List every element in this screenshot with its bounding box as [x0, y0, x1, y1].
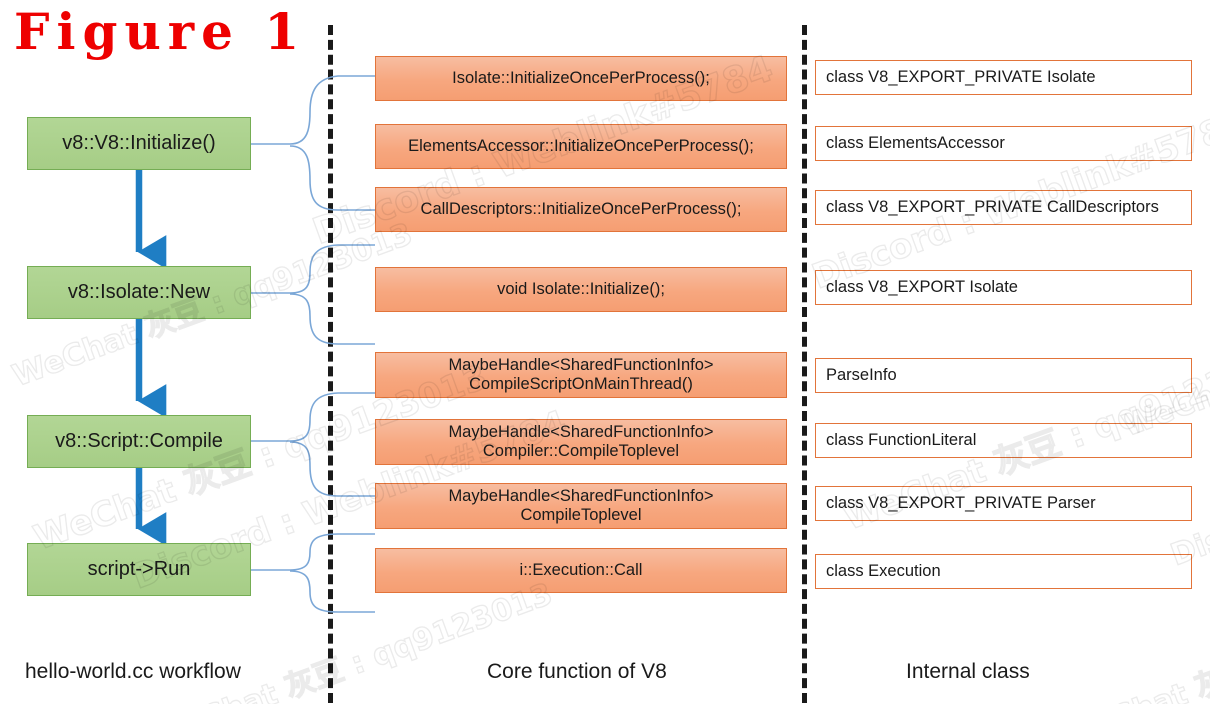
internal-class-label: class FunctionLiteral: [826, 431, 977, 449]
internal-class-3[interactable]: class V8_EXPORT Isolate: [815, 270, 1192, 305]
figure-title: Figure 1: [14, 2, 307, 61]
internal-class-label: class V8_EXPORT Isolate: [826, 278, 1018, 296]
core-function-1[interactable]: ElementsAccessor::InitializeOncePerProce…: [375, 124, 787, 169]
core-function-0[interactable]: Isolate::InitializeOncePerProcess();: [375, 56, 787, 101]
internal-class-1[interactable]: class ElementsAccessor: [815, 126, 1192, 161]
core-function-line1: void Isolate::Initialize();: [497, 279, 665, 298]
core-function-line2: Compiler::CompileToplevel: [482, 442, 680, 460]
workflow-step-label: script->Run: [87, 558, 191, 580]
core-function-line2: CompileScriptOnMainThread(): [469, 375, 693, 393]
workflow-step-2[interactable]: v8::Script::Compile: [27, 415, 251, 468]
workflow-step-1[interactable]: v8::Isolate::New: [27, 266, 251, 319]
core-function-line1: i::Execution::Call: [519, 560, 643, 579]
workflow-step-label: v8::Isolate::New: [67, 281, 211, 303]
internal-class-0[interactable]: class V8_EXPORT_PRIVATE Isolate: [815, 60, 1192, 95]
internal-class-label: class V8_EXPORT_PRIVATE Isolate: [826, 68, 1096, 86]
divider-right: [802, 25, 807, 703]
divider-left: [328, 25, 333, 703]
internal-class-label: ParseInfo: [826, 366, 897, 384]
internal-class-5[interactable]: class FunctionLiteral: [815, 423, 1192, 458]
core-function-line1: MaybeHandle<SharedFunctionInfo>: [448, 486, 714, 505]
internal-class-label: class ElementsAccessor: [826, 134, 1005, 152]
workflow-step-label: v8::Script::Compile: [55, 430, 223, 452]
core-function-line1: MaybeHandle<SharedFunctionInfo>: [448, 355, 714, 374]
core-function-3[interactable]: void Isolate::Initialize();: [375, 267, 787, 312]
column-label-middle: Core function of V8: [487, 660, 667, 683]
internal-class-label: class V8_EXPORT_PRIVATE Parser: [826, 494, 1096, 512]
core-function-line1: MaybeHandle<SharedFunctionInfo>: [448, 422, 714, 441]
watermark-wechat: WeChat 灰豆 : qq9123013: [1057, 576, 1210, 704]
column-label-left: hello-world.cc workflow: [25, 660, 241, 683]
core-function-line1: Isolate::InitializeOncePerProcess();: [452, 68, 710, 87]
internal-class-4[interactable]: ParseInfo: [815, 358, 1192, 393]
core-function-2[interactable]: CallDescriptors::InitializeOncePerProces…: [375, 187, 787, 232]
internal-class-7[interactable]: class Execution: [815, 554, 1192, 589]
core-function-line1: CallDescriptors::InitializeOncePerProces…: [420, 199, 742, 218]
workflow-step-0[interactable]: v8::V8::Initialize(): [27, 117, 251, 170]
core-function-4[interactable]: MaybeHandle<SharedFunctionInfo> CompileS…: [375, 352, 787, 398]
workflow-step-3[interactable]: script->Run: [27, 543, 251, 596]
internal-class-6[interactable]: class V8_EXPORT_PRIVATE Parser: [815, 486, 1192, 521]
core-function-line1: ElementsAccessor::InitializeOncePerProce…: [408, 136, 754, 155]
internal-class-label: class V8_EXPORT_PRIVATE CallDescriptors: [826, 198, 1159, 216]
internal-class-2[interactable]: class V8_EXPORT_PRIVATE CallDescriptors: [815, 190, 1192, 225]
core-function-6[interactable]: MaybeHandle<SharedFunctionInfo> CompileT…: [375, 483, 787, 529]
workflow-step-label: v8::V8::Initialize(): [62, 132, 216, 154]
core-function-line2: CompileToplevel: [520, 506, 642, 524]
core-function-5[interactable]: MaybeHandle<SharedFunctionInfo> Compiler…: [375, 419, 787, 465]
internal-class-label: class Execution: [826, 562, 941, 580]
column-label-right: Internal class: [906, 660, 1030, 683]
core-function-7[interactable]: i::Execution::Call: [375, 548, 787, 593]
